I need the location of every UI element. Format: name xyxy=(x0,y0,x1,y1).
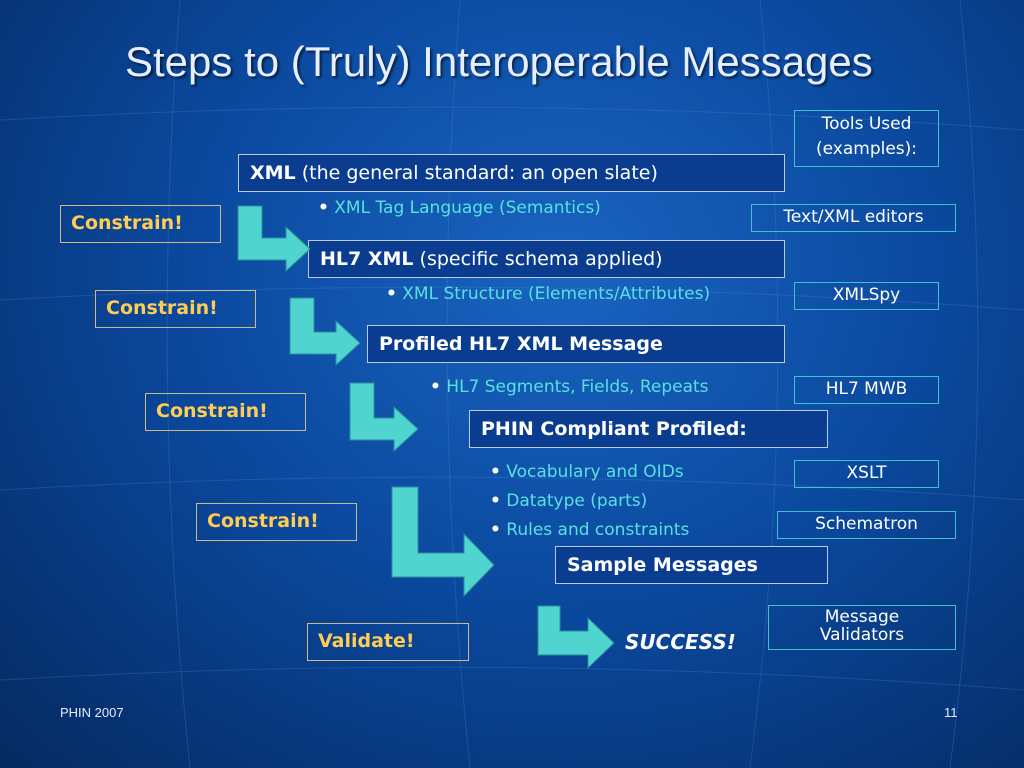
message-hl7-xml-text: (specific schema applied) xyxy=(413,248,663,270)
message-xml-text: (the general standard: an open slate) xyxy=(295,162,658,184)
tool-label-xmlspy: XMLSpy xyxy=(832,285,901,305)
constrain-step-4-label: Constrain! xyxy=(207,510,319,532)
bullet-text-4: Vocabulary and OIDs xyxy=(506,462,684,482)
bullet-text-5: Datatype (parts) xyxy=(506,491,648,511)
tools-header-box: Tools Used (examples): xyxy=(794,110,939,167)
bullet-item-5: • Datatype (parts) xyxy=(490,491,647,511)
validate-step-label: Validate! xyxy=(318,630,415,652)
bullet-dot: • xyxy=(386,284,397,304)
bullet-dot: • xyxy=(490,520,501,540)
tool-box-schematron: Schematron xyxy=(777,511,956,539)
bullet-text-2: XML Structure (Elements/Attributes) xyxy=(402,284,711,304)
message-phin-compliant-bold: PHIN Compliant Profiled: xyxy=(481,418,747,440)
constrain-step-1-label: Constrain! xyxy=(71,212,183,234)
bullet-dot: • xyxy=(318,198,329,218)
bullet-text-1: XML Tag Language (Semantics) xyxy=(334,198,601,218)
message-hl7-xml-bold: HL7 XML xyxy=(320,248,414,270)
constrain-step-3-label: Constrain! xyxy=(156,400,268,422)
message-box-xml: XML (the general standard: an open slate… xyxy=(238,154,785,192)
flow-arrow-3-icon xyxy=(349,382,419,453)
tool-box-hl7-mwb: HL7 MWB xyxy=(794,376,939,404)
tools-header-label: Tools Used (examples): xyxy=(815,114,918,159)
bullet-dot: • xyxy=(490,491,501,511)
flow-arrow-5-icon xyxy=(537,605,615,670)
message-box-phin-compliant: PHIN Compliant Profiled: xyxy=(469,410,828,448)
slide-title: Steps to (Truly) Interoperable Messages xyxy=(125,38,873,85)
bullet-item-3: • HL7 Segments, Fields, Repeats xyxy=(430,377,709,397)
message-box-hl7-xml: HL7 XML (specific schema applied) xyxy=(308,240,785,278)
tool-box-xmlspy: XMLSpy xyxy=(794,282,939,310)
constrain-step-2-label: Constrain! xyxy=(106,297,218,319)
flow-arrow-4-icon xyxy=(391,486,495,598)
tool-label-message-validators: Message Validators xyxy=(819,607,905,645)
tool-box-message-validators: Message Validators xyxy=(768,605,956,650)
tool-box-text-xml-editors: Text/XML editors xyxy=(751,204,956,232)
flow-arrow-1-icon xyxy=(237,205,311,273)
tool-label-schematron: Schematron xyxy=(815,514,918,534)
bullet-item-1: • XML Tag Language (Semantics) xyxy=(318,198,601,218)
bullet-item-6: • Rules and constraints xyxy=(490,520,689,540)
bullet-text-6: Rules and constraints xyxy=(506,520,690,540)
tool-label-text-xml-editors: Text/XML editors xyxy=(783,207,924,227)
message-profiled-hl7-bold: Profiled HL7 XML Message xyxy=(379,333,663,355)
bullet-text-3: HL7 Segments, Fields, Repeats xyxy=(446,377,709,397)
message-sample-bold: Sample Messages xyxy=(567,554,758,576)
validate-step: Validate! xyxy=(307,623,469,661)
message-box-profiled-hl7: Profiled HL7 XML Message xyxy=(367,325,785,363)
constrain-step-4: Constrain! xyxy=(196,503,357,541)
tool-label-xslt: XSLT xyxy=(846,463,887,483)
constrain-step-2: Constrain! xyxy=(95,290,256,328)
tool-label-hl7-mwb: HL7 MWB xyxy=(825,379,908,399)
constrain-step-3: Constrain! xyxy=(145,393,306,431)
message-xml-bold: XML xyxy=(250,162,296,184)
bullet-item-2: • XML Structure (Elements/Attributes) xyxy=(386,284,710,304)
footer-label: PHIN 2007 xyxy=(60,705,124,720)
success-label: SUCCESS! xyxy=(625,630,736,654)
constrain-step-1: Constrain! xyxy=(60,205,221,243)
flow-arrow-2-icon xyxy=(289,297,361,367)
tool-box-xslt: XSLT xyxy=(794,460,939,488)
bullet-dot: • xyxy=(430,377,441,397)
page-number: 11 xyxy=(944,705,958,720)
bullet-dot: • xyxy=(490,462,501,482)
message-box-sample-messages: Sample Messages xyxy=(555,546,828,584)
bullet-item-4: • Vocabulary and OIDs xyxy=(490,462,684,482)
